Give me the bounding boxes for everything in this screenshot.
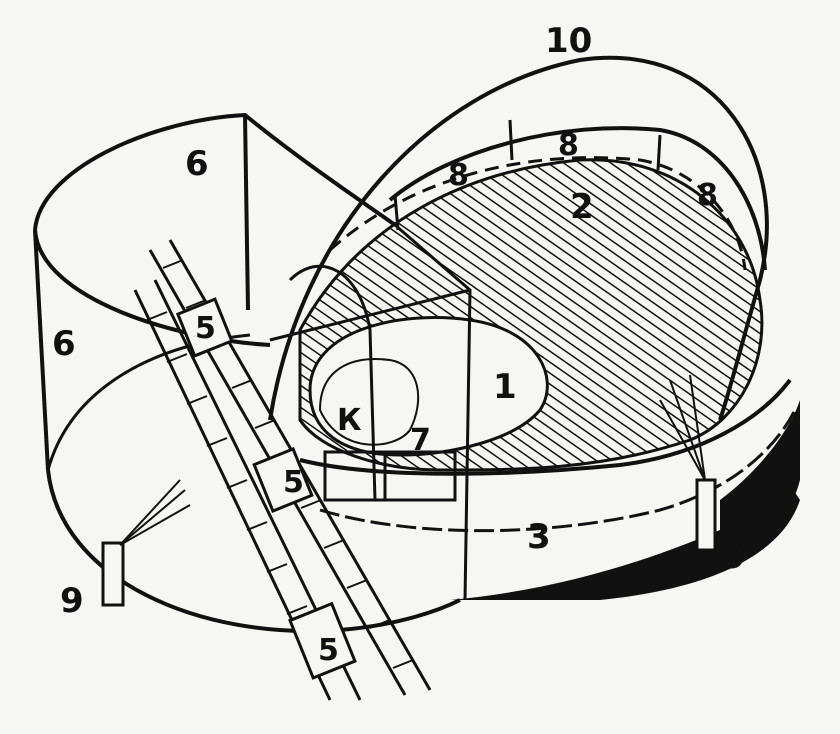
light-pole-left: [101, 479, 191, 607]
light-pole-right: [659, 374, 717, 552]
left-hall-floor-curve: [46, 333, 251, 471]
label-1: 1: [493, 367, 517, 407]
label-5-bottom: 5: [318, 633, 339, 668]
front-frame: [269, 223, 472, 601]
gallery-post-2: [508, 119, 514, 161]
entrance-7: [323, 450, 457, 502]
label-7: 7: [410, 423, 431, 458]
arch-line: [288, 264, 377, 501]
left-hall-edge-middle: [243, 114, 250, 311]
right-wall-shadow: [720, 400, 800, 560]
left-hall-edge-left: [33, 229, 50, 471]
left-hall-bottom: [46, 469, 461, 633]
label-9-left: 9: [60, 581, 84, 621]
label-5-middle: 5: [283, 465, 304, 500]
upper-ring-dashed: [329, 156, 747, 271]
ground-shadow: [450, 470, 800, 600]
conveyor-track: [133, 239, 432, 701]
label-10: 10: [545, 21, 592, 61]
label-2: 2: [570, 187, 594, 227]
gallery-post-3: [656, 134, 662, 171]
label-9-right: 9: [722, 537, 746, 577]
label-5-top: 5: [195, 311, 216, 346]
label-8-right: 8: [697, 178, 718, 213]
lower-ring-wall: [299, 378, 792, 476]
label-8-middle: 8: [558, 128, 579, 163]
inner-oval-K: [318, 358, 420, 446]
gallery-post-1: [393, 194, 400, 231]
label-3: 3: [527, 517, 551, 557]
upper-ring-gallery: [388, 126, 767, 271]
lower-ring-wall-outer: [319, 409, 797, 533]
label-K: К: [337, 403, 362, 438]
label-8-left: 8: [448, 158, 469, 193]
inner-disc-1: [467, 353, 543, 417]
label-6-top: 6: [185, 144, 209, 184]
label-6-left: 6: [52, 324, 76, 364]
